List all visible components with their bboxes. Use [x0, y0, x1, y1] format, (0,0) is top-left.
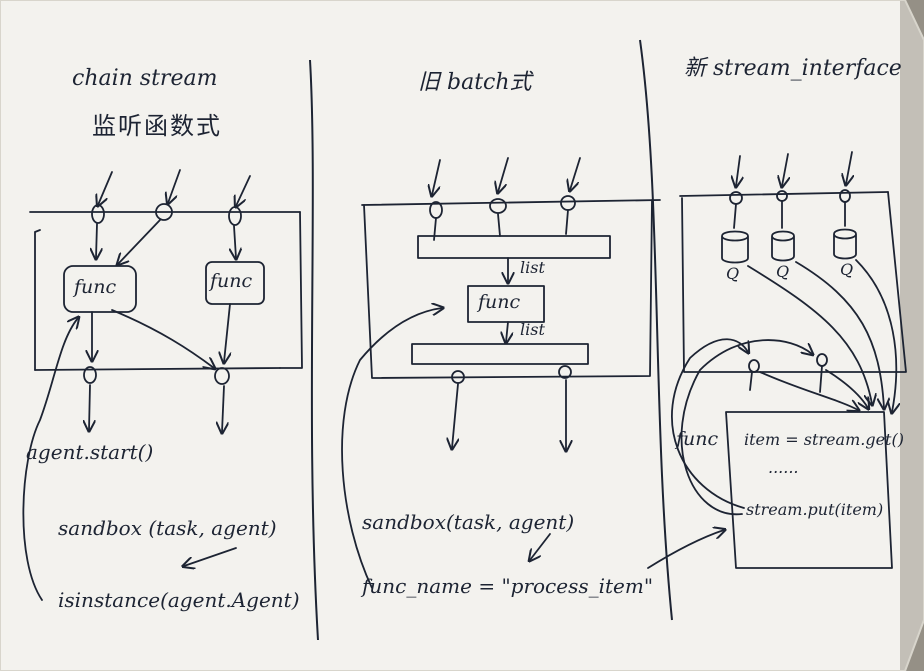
left-node-2 [155, 203, 173, 221]
mid-code-sandbox: sandbox(task, agent) [362, 510, 575, 534]
right-curve-node2 [825, 369, 868, 408]
right-code-put: stream.put(item) [746, 500, 884, 519]
left-func-label-b: func [210, 270, 253, 292]
right-curve-q3 [855, 259, 896, 412]
mid-input-line [361, 199, 661, 206]
left-arrow-out-1 [89, 384, 90, 430]
mid-arrow-in-3 [570, 157, 581, 190]
left-code-sandbox: sandbox (task, agent) [58, 516, 277, 540]
right-func-box [725, 411, 893, 569]
left-arrow-node3-func [234, 225, 236, 258]
queue-label-2: Q [776, 262, 790, 281]
divider-left [309, 59, 319, 641]
queue-cylinder-3 [833, 228, 857, 260]
right-loop-2 [680, 339, 812, 515]
left-arrow-node2-func [118, 219, 161, 264]
mid-list-label-1: list [520, 258, 545, 277]
mid-func-box [467, 285, 545, 323]
left-sandbox-arrow [184, 547, 237, 566]
left-out-node-1 [83, 366, 97, 384]
right-title: 新 stream_interface [684, 56, 902, 81]
queue-label-1: Q [726, 264, 740, 283]
left-func-label-a: func [74, 276, 117, 298]
mid-out-node-2 [558, 365, 572, 379]
desk-edge [900, 0, 924, 671]
mid-loop-arrow [341, 308, 442, 589]
left-arrow-funcB-out [224, 303, 230, 362]
right-loop-from-mid [647, 530, 724, 569]
mid-title: 旧 batch式 [418, 70, 532, 95]
mid-out-node-1 [451, 370, 465, 384]
left-func-box-a [63, 265, 137, 313]
left-arrow-in-3 [236, 175, 251, 206]
right-arrow-in-2 [782, 153, 788, 186]
right-box [681, 191, 907, 373]
mid-list-bar-1 [417, 235, 611, 259]
mid-arrow-func-list [506, 321, 508, 342]
divider-right [639, 39, 673, 621]
mid-list-bar-2 [411, 343, 589, 365]
left-code-isinstance: isinstance(agent.Agent) [58, 588, 300, 612]
left-title-line1: chain stream [72, 66, 218, 91]
mid-arrow-out-1 [452, 383, 458, 448]
right-curve-node1 [759, 371, 858, 410]
right-code-ellipsis: ...... [768, 458, 799, 477]
mid-code-func-name: func_name = "process_item" [362, 574, 654, 598]
queue-cylinder-1 [721, 230, 749, 264]
mid-sandbox-arrow [530, 533, 551, 560]
left-out-node-2 [214, 367, 230, 385]
left-node-3 [228, 206, 242, 226]
left-arrow-node1-func [96, 223, 97, 258]
right-curve-q2 [795, 261, 884, 408]
mid-list-label-2: list [520, 320, 545, 339]
left-arrow-out-2 [222, 385, 224, 432]
left-code-agent-start: agent.start() [26, 440, 154, 464]
left-output-line [34, 367, 281, 371]
mid-arrow-in-2 [498, 157, 509, 192]
left-title-line2: 监听函数式 [92, 112, 222, 140]
right-func-label: func [676, 428, 719, 450]
mid-arrow-in-1 [432, 159, 441, 195]
mid-func-label: func [478, 291, 521, 313]
right-input-line [679, 191, 889, 197]
left-func-box-b [205, 261, 265, 305]
queue-cylinder-2 [771, 230, 795, 262]
right-loop-1 [671, 338, 748, 509]
left-arrow-in-2 [168, 169, 181, 203]
right-arrow-in-1 [736, 155, 740, 186]
left-node-1 [91, 204, 105, 224]
left-arrow-funcA-out2 [111, 309, 214, 368]
right-mid-node-1 [748, 359, 760, 373]
right-curve-q1 [747, 265, 872, 404]
mid-node-2 [489, 198, 507, 214]
queue-label-3: Q [840, 260, 854, 279]
left-box [34, 211, 303, 371]
left-loop-arrow [22, 318, 78, 601]
left-arrow-in-1 [98, 171, 113, 205]
mid-box [363, 199, 653, 379]
right-arrow-in-3 [846, 151, 852, 184]
right-code-get: item = stream.get() [744, 430, 904, 449]
